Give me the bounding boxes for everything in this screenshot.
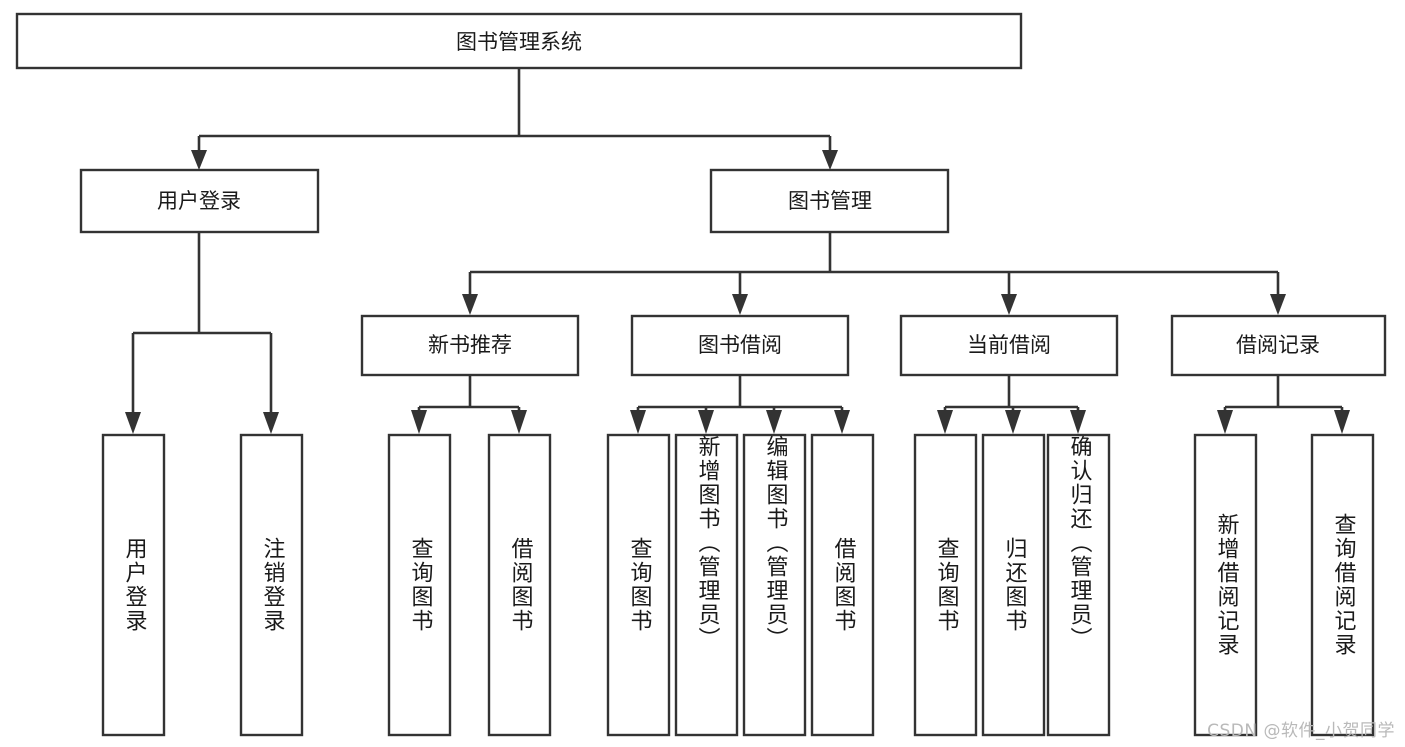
arrow-to-leaf-add-book xyxy=(698,410,714,434)
node-current-borrow-label: 当前借阅 xyxy=(967,333,1051,357)
node-root[interactable] xyxy=(15,12,1023,70)
node-root-label: 图书管理系统 xyxy=(456,30,582,54)
arrow-root-to-book-manage xyxy=(822,150,838,170)
arrow-to-leaf-user-logout xyxy=(263,412,279,434)
arrow-to-borrow-record xyxy=(1270,294,1286,315)
arrow-to-book-borrow xyxy=(732,294,748,315)
node-current-borrow[interactable] xyxy=(899,314,1119,377)
node-leaf-borrow-book-1[interactable] xyxy=(487,433,552,737)
arrow-root-to-user-login xyxy=(191,150,207,170)
node-user-login[interactable] xyxy=(79,168,320,234)
node-borrow-record-label: 借阅记录 xyxy=(1236,333,1320,357)
arrow-to-leaf-query-book-3 xyxy=(937,410,953,434)
node-user-login-label: 用户登录 xyxy=(157,189,241,213)
arrow-to-leaf-query-book-2 xyxy=(630,410,646,434)
node-borrow-record[interactable] xyxy=(1170,314,1387,377)
arrow-to-leaf-borrow-book-2 xyxy=(834,410,850,434)
arrow-to-leaf-query-book-1 xyxy=(411,410,427,434)
node-leaf-query-book-3[interactable] xyxy=(913,433,978,737)
node-book-manage[interactable] xyxy=(709,168,950,234)
arrow-to-new-book-recommend xyxy=(462,294,478,315)
arrow-to-leaf-user-login xyxy=(125,412,141,434)
connector-layer xyxy=(125,68,1350,434)
node-leaf-query-book-1[interactable] xyxy=(387,433,452,737)
node-layer: 图书管理系统 用户登录 图书管理 新书推荐 图书借阅 当前借阅 借阅记录 xyxy=(15,12,1387,737)
arrow-to-leaf-borrow-book-1 xyxy=(511,410,527,434)
node-leaf-add-record[interactable] xyxy=(1193,433,1258,737)
node-leaf-borrow-book-2[interactable] xyxy=(810,433,875,737)
node-leaf-edit-book[interactable] xyxy=(742,433,807,737)
node-new-book-recommend[interactable] xyxy=(360,314,580,377)
node-leaf-user-logout[interactable] xyxy=(239,433,304,737)
arrow-to-leaf-edit-book xyxy=(766,410,782,434)
node-leaf-user-login[interactable] xyxy=(101,433,166,737)
arrow-to-leaf-query-record xyxy=(1334,410,1350,434)
node-leaf-query-book-2[interactable] xyxy=(606,433,671,737)
node-book-borrow-label: 图书借阅 xyxy=(698,333,782,357)
node-book-borrow[interactable] xyxy=(630,314,850,377)
node-leaf-confirm-return[interactable] xyxy=(1046,433,1111,737)
arrow-to-leaf-add-record xyxy=(1217,410,1233,434)
arrow-to-current-borrow xyxy=(1001,294,1017,315)
node-book-manage-label: 图书管理 xyxy=(788,189,872,213)
arrow-to-leaf-return-book xyxy=(1005,410,1021,434)
node-leaf-add-book[interactable] xyxy=(674,433,739,737)
csdn-watermark: CSDN @软件_小贺同学 xyxy=(1207,721,1395,741)
node-new-book-recommend-label: 新书推荐 xyxy=(428,333,512,357)
node-leaf-return-book[interactable] xyxy=(981,433,1046,737)
arrow-to-leaf-confirm-return xyxy=(1070,410,1086,434)
node-leaf-query-record[interactable] xyxy=(1310,433,1375,737)
